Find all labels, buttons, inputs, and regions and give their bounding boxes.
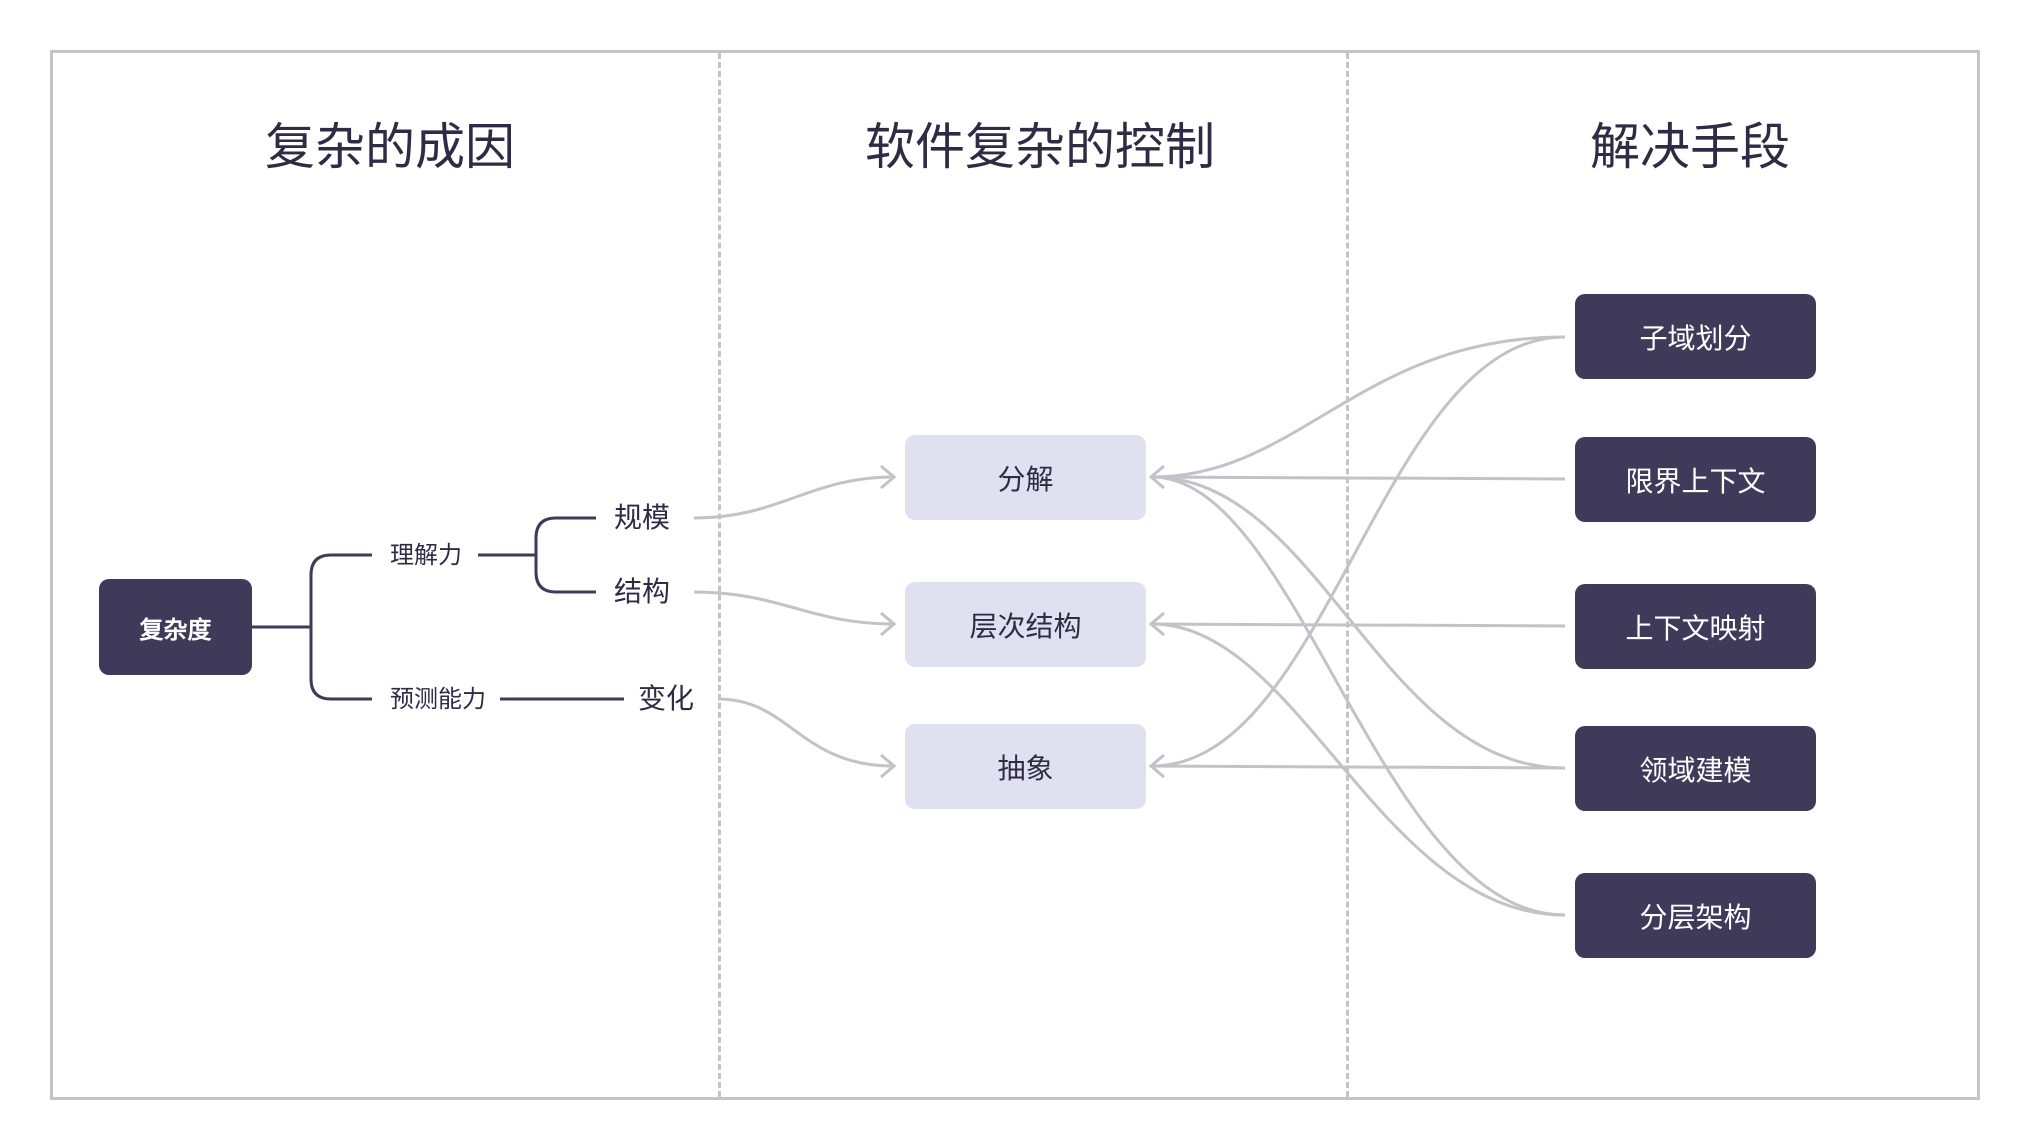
understanding-bracket [534,516,596,594]
solution-node-subdomain-label: 子域划分 [1639,321,1752,355]
layered-arch-to-decompose [1151,475,1566,917]
control-node-layered-structure-label: 层次结构 [969,609,1082,643]
node-structure[interactable]: 结构 [614,575,671,608]
column-divider-2 [1346,53,1349,1097]
root-node-label: 复杂度 [139,615,212,644]
root-bracket [309,553,372,701]
root-node-complexity[interactable]: 复杂度 [99,579,252,675]
layered-arch-to-layered [1151,622,1566,917]
solution-node-domain-modeling[interactable]: 领域建模 [1575,726,1816,811]
node-scale[interactable]: 规模 [614,501,671,534]
diagram-frame [50,50,1980,1100]
structure-to-layered-arrow [693,590,894,626]
bounded-context-to-decompose [1151,475,1566,481]
control-node-layered-structure[interactable]: 层次结构 [905,582,1146,667]
arrowhead-abstraction-right [1148,753,1165,779]
subdomain-to-abstraction [1151,335,1566,768]
arrowhead-abstraction [880,753,897,779]
control-node-decompose[interactable]: 分解 [905,435,1146,520]
domain-modeling-to-abstraction [1151,764,1566,770]
column-title-control: 软件复杂的控制 [865,118,1215,176]
arrowhead-layered-right [1148,611,1165,637]
solution-node-context-mapping[interactable]: 上下文映射 [1575,584,1816,669]
cause-arrows [693,464,897,779]
solution-node-subdomain[interactable]: 子域划分 [1575,294,1816,379]
column-divider-1 [718,53,721,1097]
solution-node-bounded-context-label: 限界上下文 [1625,464,1766,498]
control-node-decompose-label: 分解 [997,462,1054,496]
node-prediction[interactable]: 预测能力 [390,685,486,713]
change-to-abstraction-arrow [717,697,894,768]
column-title-causes: 复杂的成因 [265,118,515,176]
tree-connectors [252,516,624,701]
column-title-means: 解决手段 [1590,118,1790,176]
scale-to-decompose-arrow [693,475,894,520]
solution-node-layered-architecture[interactable]: 分层架构 [1575,873,1816,958]
domain-modeling-to-decompose [1151,475,1566,770]
solution-node-domain-modeling-label: 领域建模 [1639,753,1752,787]
control-node-abstraction[interactable]: 抽象 [905,724,1146,809]
arrowhead-decompose-right [1148,464,1165,490]
arrowhead-decompose [880,464,897,490]
node-understanding[interactable]: 理解力 [390,541,462,569]
solution-node-context-mapping-label: 上下文映射 [1625,611,1766,645]
solution-node-bounded-context[interactable]: 限界上下文 [1575,437,1816,522]
solution-connectors [1148,335,1566,917]
subdomain-to-decompose [1151,335,1566,479]
solution-node-layered-architecture-label: 分层架构 [1639,900,1752,934]
arrowhead-layered [880,611,897,637]
context-mapping-to-layered [1151,622,1566,628]
control-node-abstraction-label: 抽象 [997,751,1054,785]
node-change[interactable]: 变化 [638,682,695,715]
